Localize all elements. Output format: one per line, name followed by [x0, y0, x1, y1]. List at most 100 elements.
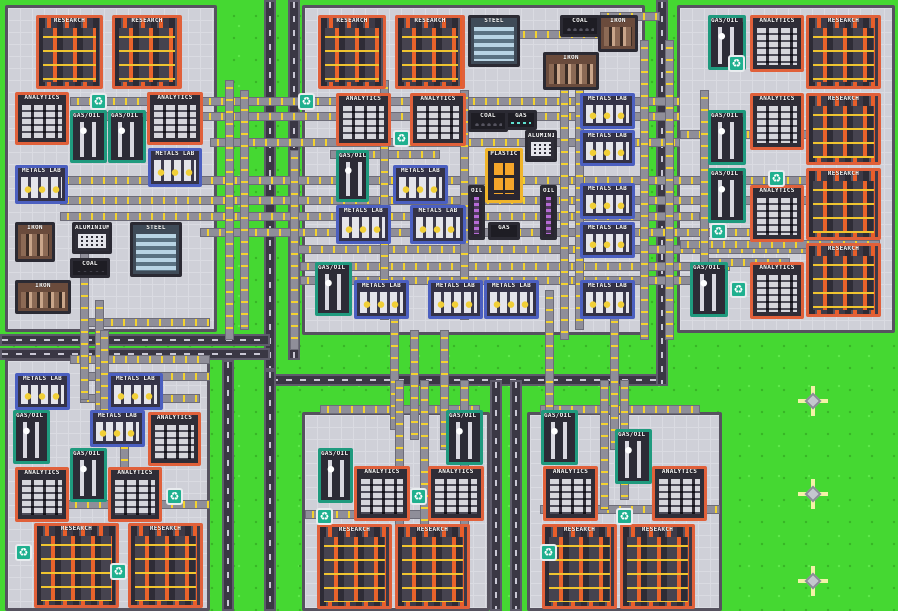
recycle-icon[interactable]: ♻	[616, 508, 633, 525]
gasoil-building[interactable]: GAS/OIL LAB	[690, 262, 728, 317]
coal-building[interactable]: COAL	[70, 258, 110, 278]
gasoil-building[interactable]: GAS/OIL LAB	[446, 410, 483, 465]
metals-building[interactable]: METALS LAB	[428, 280, 483, 319]
analytics-building[interactable]: ANALYTICS	[750, 93, 804, 150]
metals-building[interactable]: METALS LAB	[15, 373, 70, 410]
iron-building[interactable]: IRON	[543, 52, 599, 90]
aluminium-building[interactable]: ALUMINIUM	[525, 130, 557, 162]
recycle-icon[interactable]: ♻	[540, 544, 557, 561]
analytics-building[interactable]: ANALYTICS	[15, 92, 69, 145]
research-building[interactable]: RESEARCH	[620, 524, 695, 609]
research-building[interactable]: RESEARCH	[806, 243, 881, 317]
steel-building[interactable]: STEEL	[130, 222, 182, 277]
research-building[interactable]: RESEARCH	[806, 93, 881, 165]
metals-building[interactable]: METALS LAB	[108, 373, 163, 410]
oil-building[interactable]: OIL	[540, 185, 557, 240]
recycle-icon[interactable]: ♻	[110, 563, 127, 580]
waypoint-marker-icon[interactable]	[798, 566, 828, 596]
metals-building[interactable]: METALS LAB	[580, 280, 635, 319]
analytics-building[interactable]: ANALYTICS	[428, 466, 484, 521]
road-segment	[0, 334, 270, 346]
gasoil-building[interactable]: GAS/OIL LAB	[13, 410, 50, 464]
research-building[interactable]: RESEARCH	[34, 523, 119, 608]
analytics-building[interactable]: ANALYTICS	[750, 185, 804, 242]
metals-building[interactable]: METALS LAB	[580, 130, 635, 166]
analytics-building[interactable]: ANALYTICS	[15, 467, 69, 522]
recycle-icon[interactable]: ♻	[316, 508, 333, 525]
recycle-icon[interactable]: ♻	[410, 488, 427, 505]
iron-machinery	[21, 234, 49, 256]
metals-building[interactable]: METALS LAB	[148, 148, 202, 187]
metals-label: METALS LAB	[22, 375, 63, 382]
analytics-building[interactable]: ANALYTICS	[543, 466, 598, 521]
analytics-building[interactable]: ANALYTICS	[148, 412, 201, 466]
gasoil-building[interactable]: GAS/OIL LAB	[318, 448, 353, 503]
research-building[interactable]: RESEARCH	[112, 15, 182, 89]
metals-building[interactable]: METALS LAB	[484, 280, 539, 319]
aluminium-building[interactable]: ALUMINIUM	[72, 222, 112, 254]
analytics-building[interactable]: ANALYTICS	[750, 262, 804, 319]
recycle-icon[interactable]: ♻	[768, 170, 785, 187]
metals-building[interactable]: METALS LAB	[90, 410, 145, 447]
research-building[interactable]: RESEARCH	[318, 15, 386, 89]
recycle-icon[interactable]: ♻	[166, 488, 183, 505]
recycle-icon[interactable]: ♻	[730, 281, 747, 298]
conveyor-belt	[225, 80, 234, 340]
research-building[interactable]: RESEARCH	[128, 523, 203, 608]
recycle-icon[interactable]: ♻	[15, 544, 32, 561]
coal-building[interactable]: COAL	[468, 110, 508, 132]
gasoil-building[interactable]: GAS/OIL LAB	[708, 110, 746, 165]
analytics-building[interactable]: ANALYTICS	[336, 93, 391, 146]
research-building[interactable]: RESEARCH	[395, 15, 465, 89]
recycle-icon[interactable]: ♻	[90, 93, 107, 110]
iron-building[interactable]: IRON	[15, 222, 55, 262]
recycle-icon[interactable]: ♻	[393, 130, 410, 147]
metals-building[interactable]: METALS LAB	[580, 183, 635, 219]
research-label: RESEARCH	[827, 170, 860, 177]
analytics-building[interactable]: ANALYTICS	[354, 466, 410, 521]
recycle-icon[interactable]: ♻	[298, 93, 315, 110]
metals-building[interactable]: METALS LAB	[580, 93, 635, 129]
gasoil-building[interactable]: GAS/OIL LAB	[615, 429, 652, 484]
waypoint-marker-icon[interactable]	[798, 386, 828, 416]
oil-building[interactable]: OIL	[468, 185, 485, 240]
metals-building[interactable]: METALS LAB	[580, 222, 635, 258]
research-building[interactable]: RESEARCH	[806, 168, 881, 240]
metals-building[interactable]: METALS LAB	[15, 165, 68, 204]
research-building[interactable]: RESEARCH	[36, 15, 103, 89]
metals-building[interactable]: METALS LAB	[336, 205, 391, 244]
gasoil-label: GAS/OIL LAB	[711, 17, 746, 24]
metals-building[interactable]: METALS LAB	[354, 280, 409, 319]
steel-building[interactable]: STEEL	[468, 15, 520, 67]
research-building[interactable]: RESEARCH	[317, 524, 392, 609]
gasoil-building[interactable]: GAS/OIL LAB	[108, 110, 146, 163]
analytics-building[interactable]: ANALYTICS	[410, 93, 466, 146]
gasoil-building[interactable]: GAS/OIL LAB	[708, 168, 746, 223]
plastic-building[interactable]: PLASTIC	[485, 148, 523, 203]
gasoil-building[interactable]: GAS/OIL LAB	[315, 262, 352, 316]
analytics-building[interactable]: ANALYTICS	[750, 15, 804, 72]
recycle-icon[interactable]: ♻	[710, 223, 727, 240]
metals-building[interactable]: METALS LAB	[410, 205, 466, 244]
iron-building[interactable]: IRON	[15, 280, 71, 314]
analytics-building[interactable]: ANALYTICS	[652, 466, 707, 521]
iron-building[interactable]: IRON	[598, 15, 638, 52]
gasoil-building[interactable]: GAS/OIL LAB	[70, 110, 107, 163]
gas-building[interactable]: GAS	[505, 110, 537, 130]
gasoil-building[interactable]: GAS/OIL LAB	[70, 448, 107, 502]
research-building[interactable]: RESEARCH	[806, 15, 881, 89]
research-building[interactable]: RESEARCH	[395, 524, 470, 609]
metals-building[interactable]: METALS LAB	[393, 165, 448, 204]
analytics-building[interactable]: ANALYTICS	[108, 467, 162, 522]
gas-building[interactable]: GAS	[488, 222, 520, 240]
conveyor-belt	[200, 228, 770, 237]
gasoil-building[interactable]: GAS/OIL LAB	[541, 410, 578, 465]
coal-building[interactable]: COAL	[560, 15, 600, 37]
gasoil-building[interactable]: GAS/OIL LAB	[336, 150, 369, 202]
analytics-building[interactable]: ANALYTICS	[147, 92, 203, 145]
research-building[interactable]: RESEARCH	[542, 524, 617, 609]
waypoint-marker-icon[interactable]	[798, 479, 828, 509]
recycle-icon[interactable]: ♻	[728, 55, 745, 72]
waypoint-core	[804, 572, 822, 590]
